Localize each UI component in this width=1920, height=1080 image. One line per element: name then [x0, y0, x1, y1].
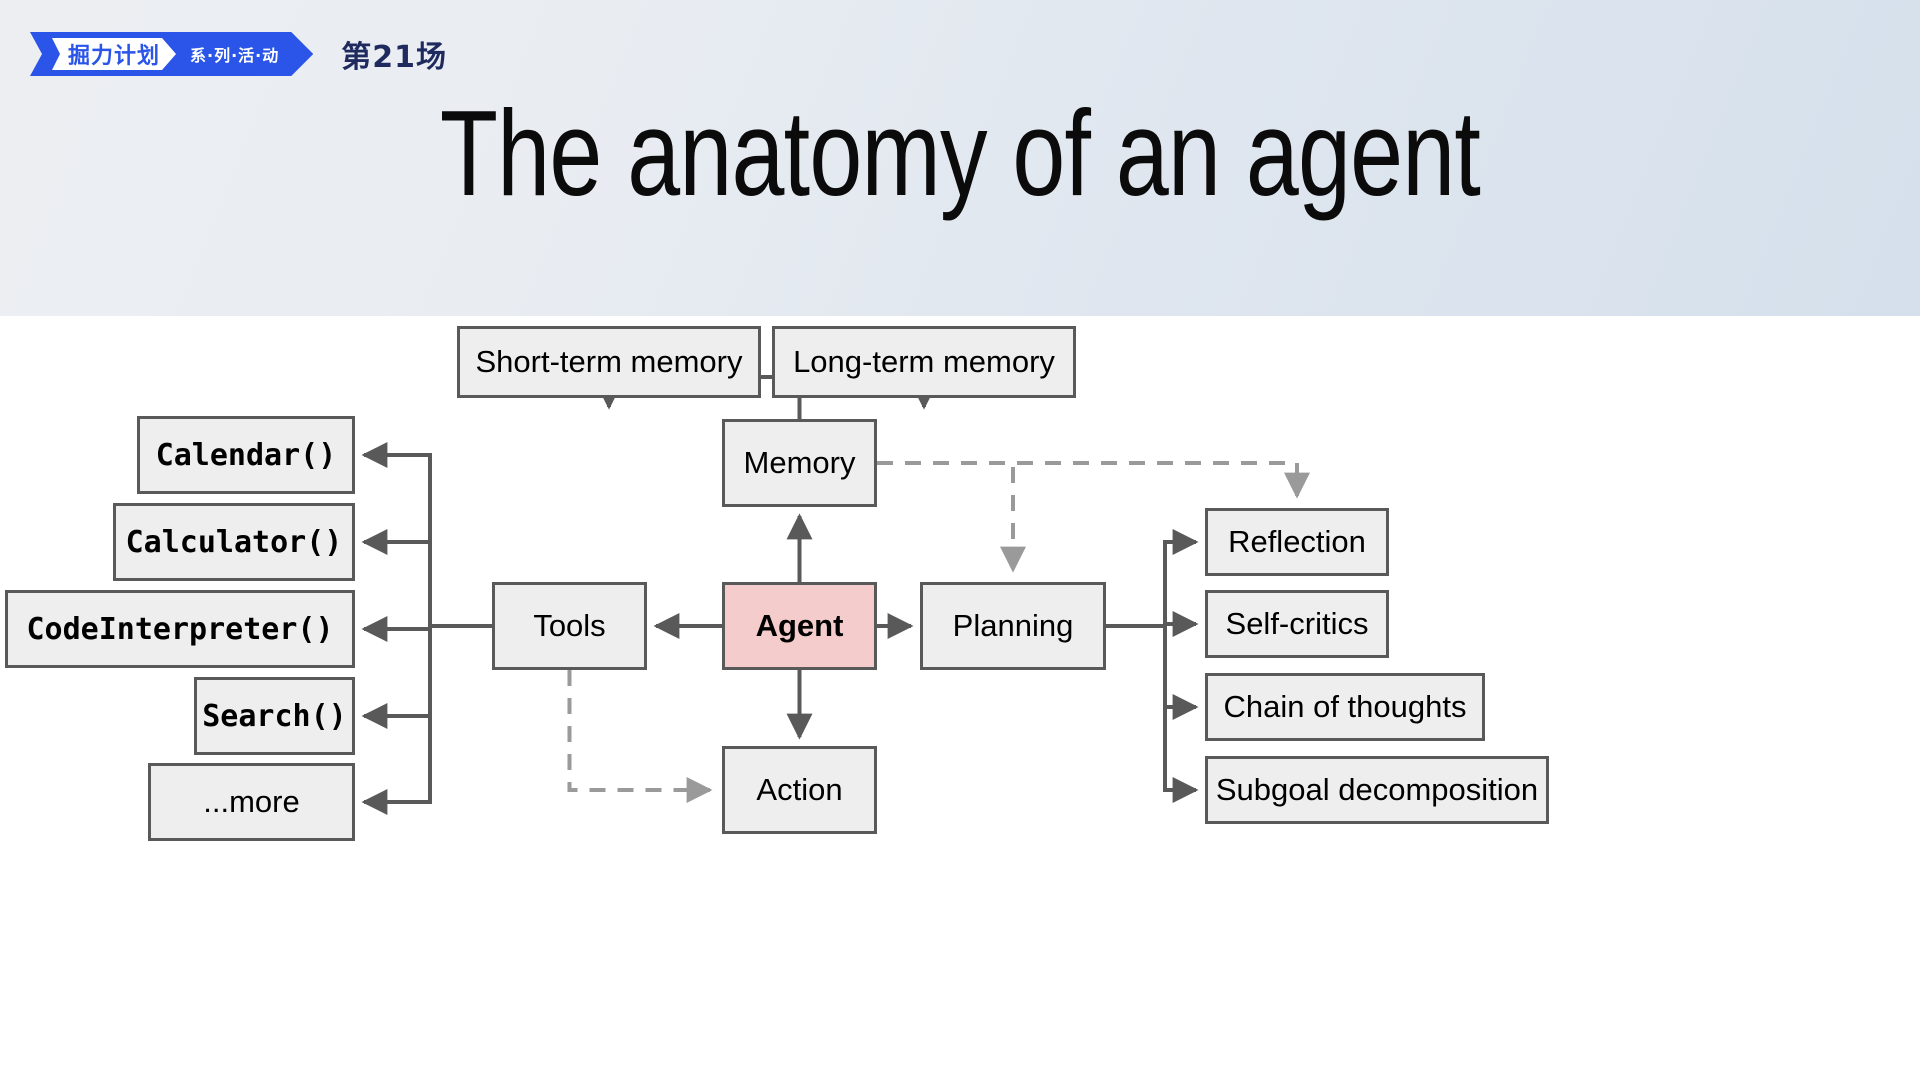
- node-short-term-memory: Short-term memory: [457, 326, 761, 398]
- badge-chip: 掘力计划 系·列·活·动: [30, 32, 313, 76]
- edge-tools-to-more: [361, 624, 492, 815]
- node-memory: Memory: [722, 419, 877, 507]
- node-label: Subgoal decomposition: [1215, 772, 1539, 807]
- badge-program-label: 掘力计划: [52, 38, 176, 70]
- node-label: Tools: [533, 608, 606, 643]
- node-label: Long-term memory: [793, 344, 1055, 379]
- node-label: ...more: [203, 784, 300, 819]
- node-label: Agent: [755, 608, 844, 643]
- badge-series-label: 系·列·活·动: [190, 46, 280, 65]
- page-title: The anatomy of an agent: [439, 85, 1481, 221]
- edge-planning-to-chain-of-thoughts: [1106, 624, 1199, 720]
- node-label: Calendar(): [155, 437, 337, 473]
- node-label: Planning: [952, 608, 1074, 643]
- slide-header: 掘力计划 系·列·活·动 第21场 The anatomy of an agen…: [0, 0, 1920, 316]
- edge-tools-to-calculator: [361, 529, 492, 628]
- node-self-critics: Self-critics: [1205, 590, 1389, 658]
- node-subgoal-decomposition: Subgoal decomposition: [1205, 756, 1549, 824]
- node-label: Reflection: [1228, 524, 1366, 559]
- badge-episode-label: 第21场: [341, 40, 448, 75]
- node-label: Calculator(): [125, 524, 343, 560]
- node-label: Search(): [202, 698, 347, 734]
- edge-tools-to-action-dashed: [567, 670, 713, 803]
- node-label: Chain of thoughts: [1223, 689, 1467, 724]
- edge-planning-to-reflection: [1106, 529, 1199, 628]
- event-badge: 掘力计划 系·列·活·动 第21场: [30, 30, 447, 78]
- node-calculator: Calculator(): [113, 503, 355, 581]
- node-more: ...more: [148, 763, 355, 841]
- node-agent: Agent: [722, 582, 877, 670]
- node-planning: Planning: [920, 582, 1106, 670]
- node-label: Short-term memory: [475, 344, 743, 379]
- node-long-term-memory: Long-term memory: [772, 326, 1076, 398]
- node-calendar: Calendar(): [137, 416, 355, 494]
- node-chain-of-thoughts: Chain of thoughts: [1205, 673, 1485, 741]
- node-reflection: Reflection: [1205, 508, 1389, 576]
- node-label: Action: [756, 772, 843, 807]
- node-action: Action: [722, 746, 877, 834]
- node-label: Memory: [743, 445, 856, 480]
- node-label: Self-critics: [1225, 606, 1369, 641]
- node-tools: Tools: [492, 582, 647, 670]
- node-search: Search(): [194, 677, 355, 755]
- node-label: CodeInterpreter(): [26, 611, 334, 647]
- edge-memory-to-reflection-dashed: [877, 461, 1310, 499]
- edge-planning-to-subgoal-decomposition: [1106, 624, 1199, 803]
- edge-memory-to-planning-dashed: [877, 461, 1026, 573]
- diagram-edges: [361, 375, 1310, 815]
- node-code-interpreter: CodeInterpreter(): [5, 590, 355, 668]
